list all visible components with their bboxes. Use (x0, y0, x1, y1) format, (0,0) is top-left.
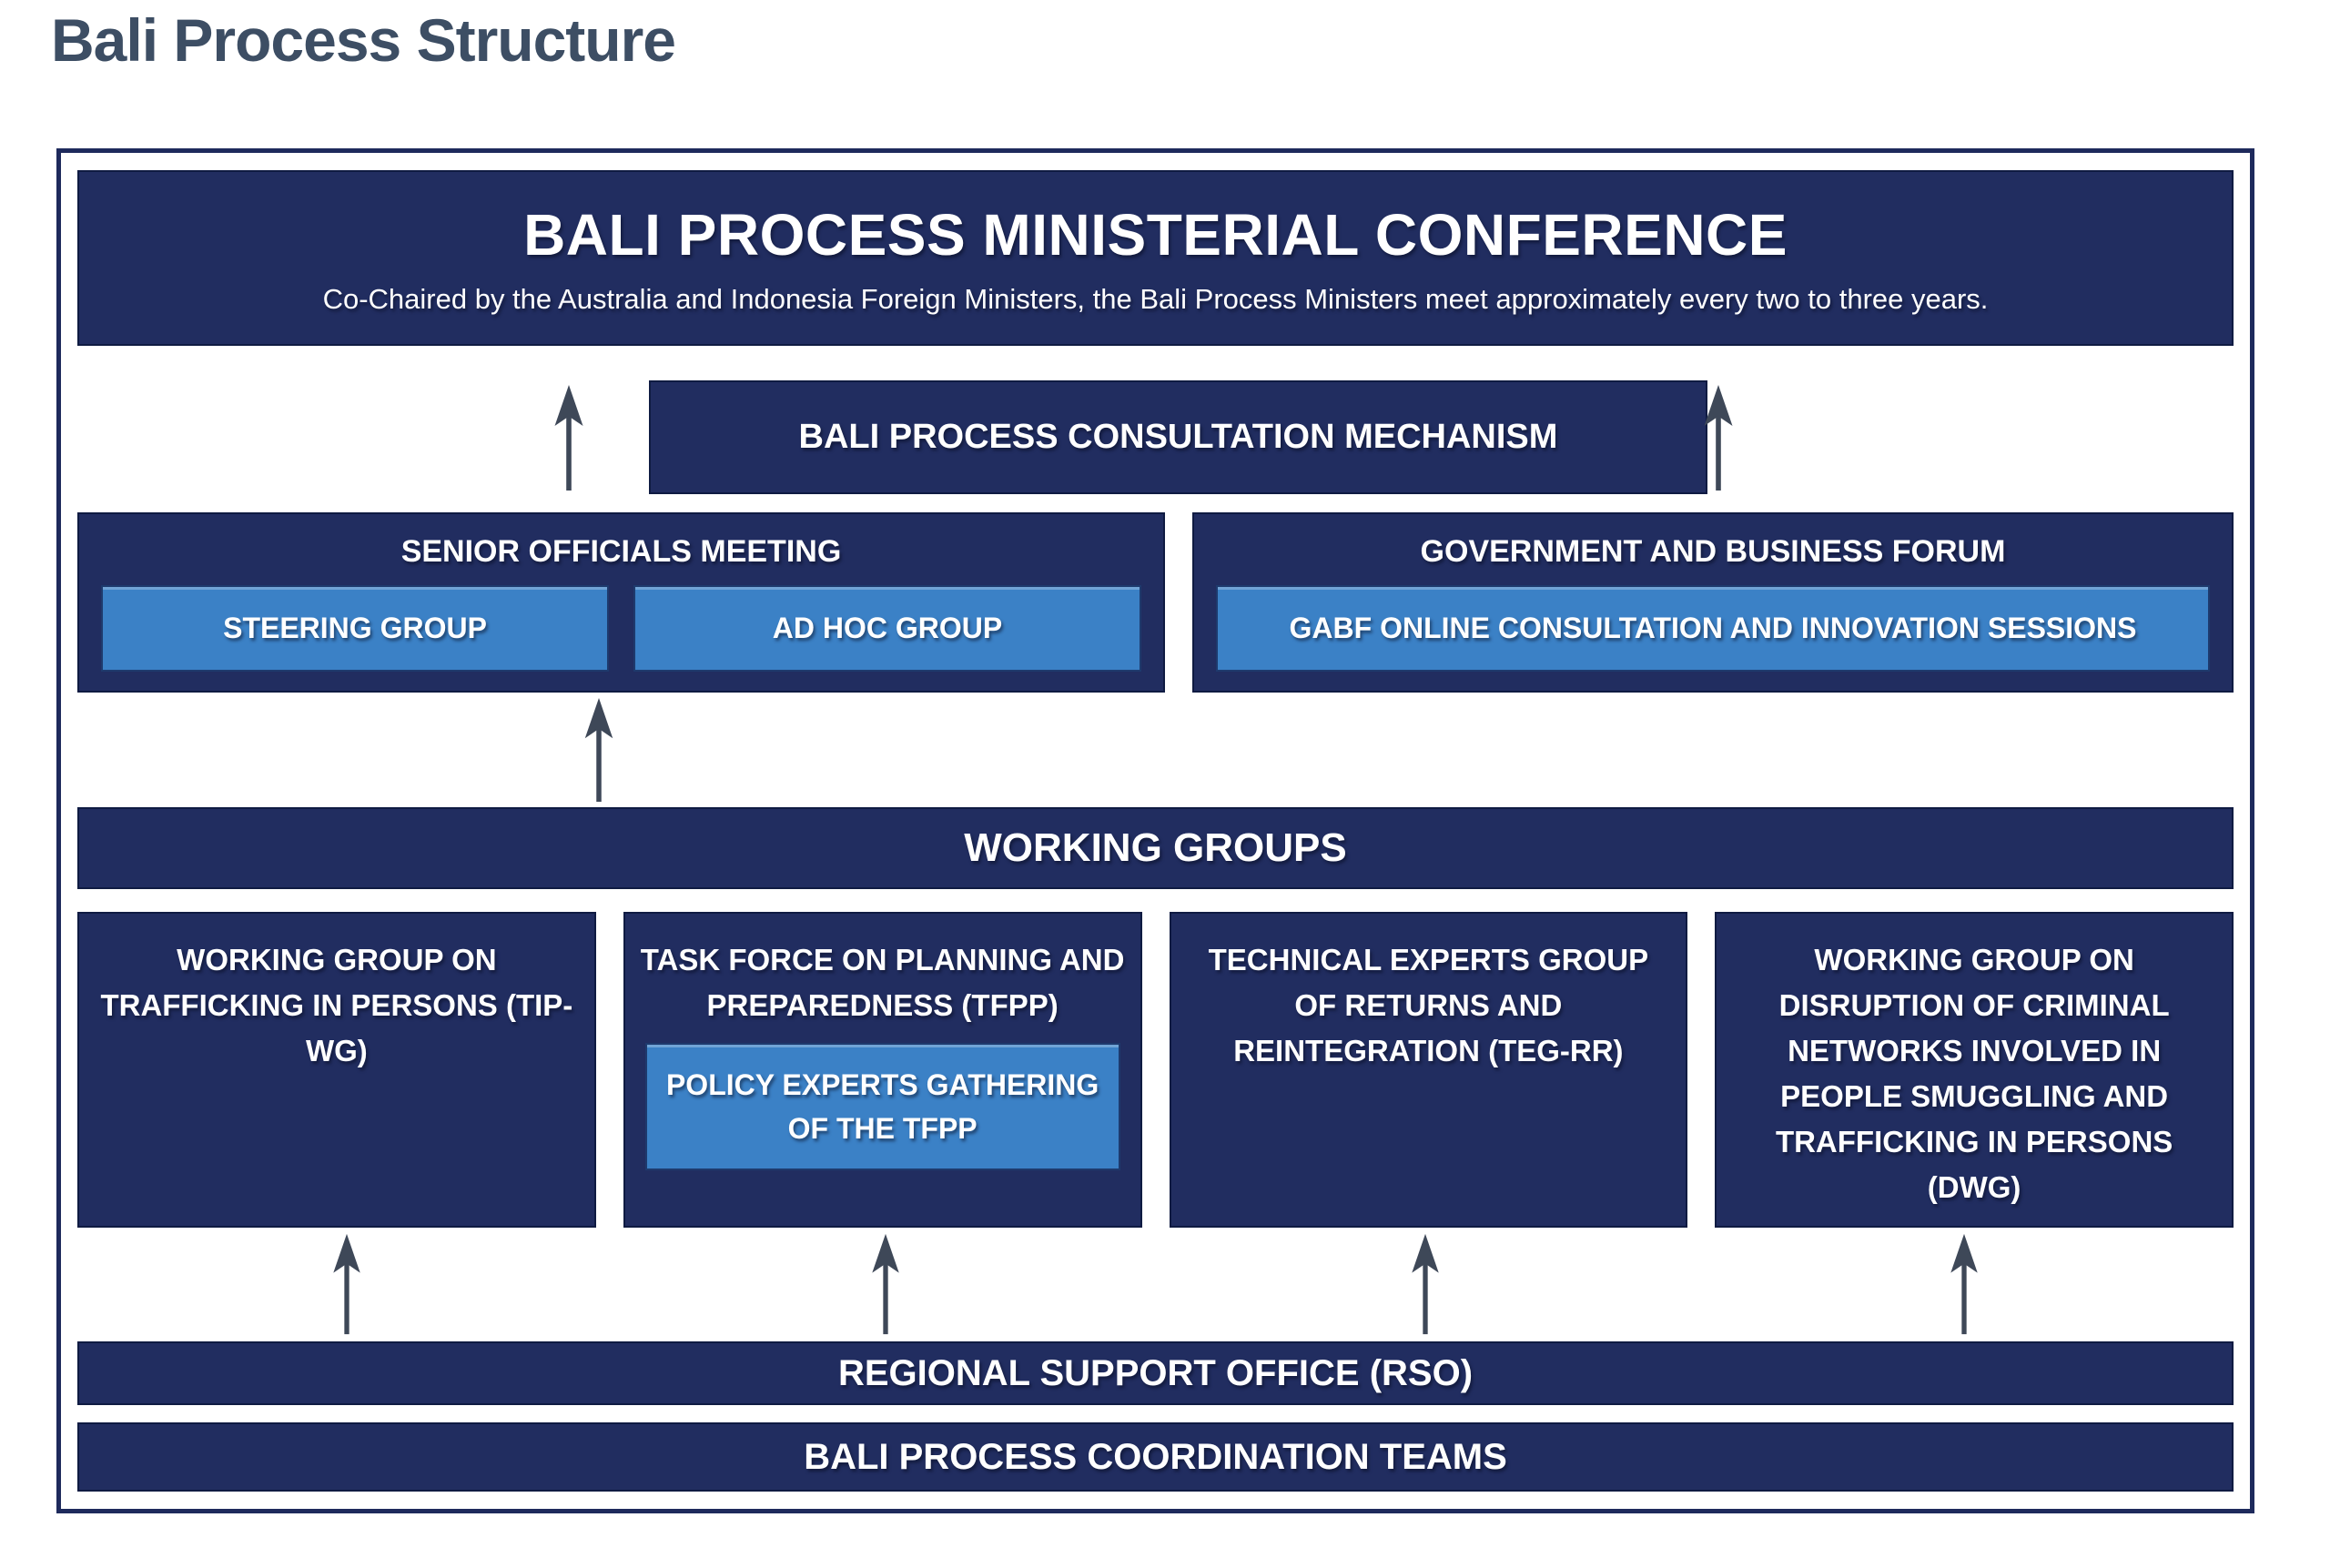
up-arrow-icon (1950, 1233, 1978, 1335)
regional-support-office-bar: REGIONAL SUPPORT OFFICE (RSO) (77, 1341, 2234, 1405)
up-arrow-icon (1704, 385, 1733, 491)
government-business-forum-box: GOVERNMENT AND BUSINESS FORUM GABF ONLIN… (1192, 512, 2234, 693)
dwg-label: WORKING GROUP ON DISRUPTION OF CRIMINAL … (1775, 943, 2173, 1204)
working-groups-row: WORKING GROUP ON TRAFFICKING IN PERSONS … (77, 912, 2234, 1228)
government-business-forum-title: GOVERNMENT AND BUSINESS FORUM (1420, 534, 2006, 569)
tfpp-label: TASK FORCE ON PLANNING AND PREPAREDNESS … (640, 943, 1125, 1022)
policy-experts-gathering-label: POLICY EXPERTS GATHERING OF THE TFPP (665, 1068, 1099, 1145)
ad-hoc-group-box: AD HOC GROUP (633, 585, 1141, 672)
consultation-mechanism-box: BALI PROCESS CONSULTATION MECHANISM (649, 380, 1707, 494)
working-groups-arrow-row (77, 693, 2234, 807)
ministerial-conference-box: BALI PROCESS MINISTERIAL CONFERENCE Co-C… (77, 170, 2234, 346)
tip-wg-label: WORKING GROUP ON TRAFFICKING IN PERSONS … (100, 943, 573, 1067)
tfpp-box: TASK FORCE ON PLANNING AND PREPAREDNESS … (623, 912, 1142, 1228)
arrow-cell (1695, 1228, 2234, 1341)
senior-officials-meeting-title: SENIOR OFFICIALS MEETING (400, 534, 842, 569)
senior-officials-meeting-box: SENIOR OFFICIALS MEETING STEERING GROUP … (77, 512, 1165, 693)
coordination-teams-bar: BALI PROCESS COORDINATION TEAMS (77, 1422, 2234, 1492)
rso-arrows-row (77, 1228, 2234, 1341)
up-arrow-icon (1411, 1233, 1439, 1335)
senior-officials-sub-boxes: STEERING GROUP AD HOC GROUP (101, 585, 1141, 672)
teg-rr-label: TECHNICAL EXPERTS GROUP OF RETURNS AND R… (1208, 943, 1649, 1067)
arrow-cell (77, 1228, 616, 1341)
up-arrow-icon (333, 1233, 360, 1335)
steering-group-box: STEERING GROUP (101, 585, 609, 672)
tip-wg-box: WORKING GROUP ON TRAFFICKING IN PERSONS … (77, 912, 596, 1228)
policy-experts-gathering-box: POLICY EXPERTS GATHERING OF THE TFPP (644, 1043, 1120, 1170)
working-groups-bar: WORKING GROUPS (77, 807, 2234, 889)
arrow-cell (1156, 1228, 1695, 1341)
dwg-box: WORKING GROUP ON DISRUPTION OF CRIMINAL … (1715, 912, 2234, 1228)
ministerial-conference-subtitle: Co-Chaired by the Australia and Indonesi… (322, 282, 1989, 315)
up-arrow-icon (584, 697, 613, 803)
ministerial-conference-title: BALI PROCESS MINISTERIAL CONFERENCE (523, 201, 1788, 268)
forums-row: SENIOR OFFICIALS MEETING STEERING GROUP … (77, 512, 2234, 693)
gabf-online-consultation-box: GABF ONLINE CONSULTATION AND INNOVATION … (1216, 585, 2210, 672)
consultation-row: BALI PROCESS CONSULTATION MECHANISM (77, 380, 2234, 494)
arrow-cell (616, 1228, 1155, 1341)
teg-rr-box: TECHNICAL EXPERTS GROUP OF RETURNS AND R… (1169, 912, 1688, 1228)
diagram-frame: BALI PROCESS MINISTERIAL CONFERENCE Co-C… (56, 148, 2254, 1513)
up-arrow-icon (554, 385, 583, 491)
up-arrow-icon (872, 1233, 900, 1335)
page-title: Bali Process Structure (51, 6, 676, 74)
